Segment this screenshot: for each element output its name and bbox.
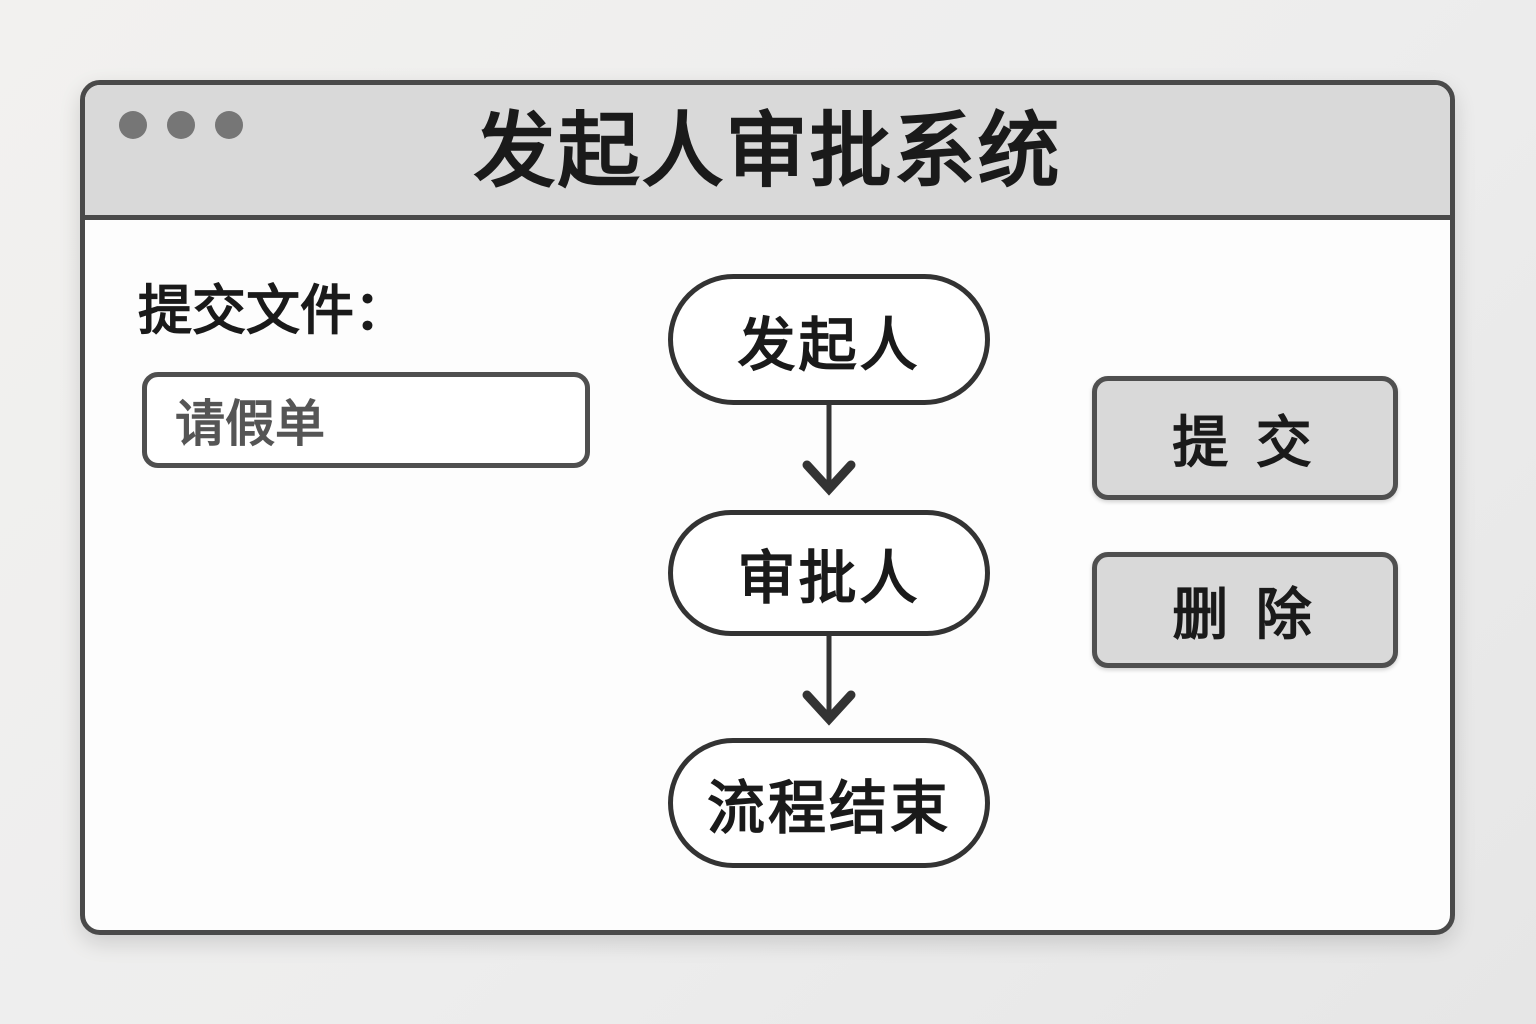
app-window: 发起人审批系统 提交文件： 发起人 审批人 流程结束 提 交 <box>80 80 1455 935</box>
window-control-dot-icon[interactable] <box>167 111 195 139</box>
submit-file-label: 提交文件： <box>138 281 408 341</box>
file-name-input[interactable] <box>142 372 590 468</box>
flow-arrow-initiator-to-approver <box>802 403 856 496</box>
window-control-dot-icon[interactable] <box>215 111 243 139</box>
flow-node-approver-label: 审批人 <box>737 546 921 611</box>
flow-node-initiator: 发起人 <box>668 274 990 405</box>
window-control-dot-icon[interactable] <box>119 111 147 139</box>
flow-node-initiator-label: 发起人 <box>737 312 921 378</box>
window-content: 提交文件： 发起人 审批人 流程结束 提 交 删 除 <box>85 220 1450 920</box>
window-controls <box>119 111 243 139</box>
window-titlebar: 发起人审批系统 <box>85 85 1450 220</box>
flow-arrow-approver-to-end <box>802 633 856 726</box>
flow-node-approver: 审批人 <box>668 510 990 636</box>
window-title: 发起人审批系统 <box>473 106 1062 197</box>
flow-node-process-end: 流程结束 <box>668 738 990 868</box>
delete-button[interactable]: 删 除 <box>1092 552 1398 668</box>
submit-button[interactable]: 提 交 <box>1092 376 1398 500</box>
flow-node-process-end-label: 流程结束 <box>706 776 951 841</box>
